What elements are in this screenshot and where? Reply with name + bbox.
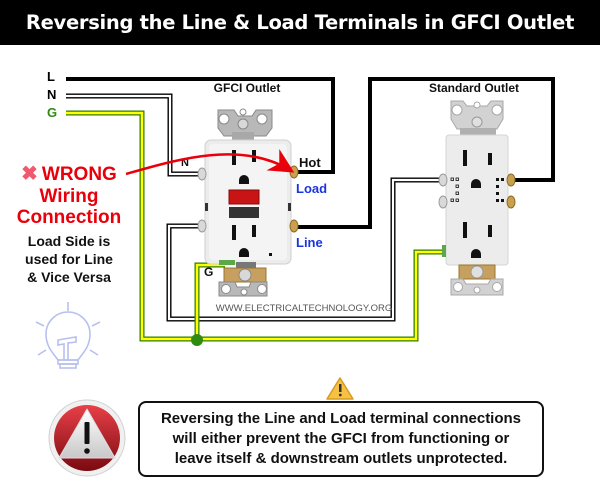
supply-label-ground: G	[47, 105, 57, 120]
gfci-line-label: Line	[296, 235, 323, 250]
standard-outlet-label: Standard Outlet	[429, 81, 519, 95]
hot-wire-supply	[66, 77, 335, 174]
callout-line-3: leave itself & downstream outlets unprot…	[174, 450, 508, 467]
wrong-explanation-2: used for Line	[25, 251, 113, 267]
warning-triangle-icon	[326, 377, 354, 400]
ground-wire-gfci-core	[195, 263, 225, 339]
wrong-line-3: Connection	[16, 207, 122, 228]
gfci-hot-label: Hot	[299, 155, 321, 170]
x-mark-icon: ✖	[21, 163, 38, 185]
wrong-explanation-1: Load Side is	[27, 233, 111, 249]
standard-outlet	[438, 100, 516, 296]
warning-sign-icon	[48, 399, 126, 477]
wrong-wiring-note: ✖WRONG Wiring Connection Load Side is us…	[10, 163, 128, 286]
page-title: Reversing the Line & Load Terminals in G…	[25, 11, 575, 34]
wrong-connection-arrow	[125, 149, 295, 176]
wrong-headline: WRONG	[41, 164, 117, 185]
watermark: WWW.ELECTRICALTECHNOLOGY.ORG	[216, 303, 392, 314]
supply-label-line: L	[47, 69, 55, 84]
warning-callout: Reversing the Line and Load terminal con…	[138, 401, 544, 477]
wrong-explanation-3: & Vice Versa	[27, 269, 111, 285]
neutral-wire-supply-core	[66, 94, 205, 176]
title-bar: Reversing the Line & Load Terminals in G…	[0, 0, 600, 45]
lightbulb-icon	[35, 302, 101, 369]
callout-line-1: Reversing the Line and Load terminal con…	[160, 410, 522, 427]
callout-line-2: will either prevent the GFCI from functi…	[172, 430, 510, 447]
gfci-neutral-label: N	[181, 157, 189, 169]
gfci-ground-label: G	[204, 265, 213, 279]
gfci-load-label: Load	[296, 181, 327, 196]
ground-junction-node	[191, 334, 203, 346]
gfci-outlet-label: GFCI Outlet	[214, 81, 281, 95]
ground-wire-supply-core	[66, 111, 442, 341]
hot-wire-to-standard	[298, 77, 555, 229]
neutral-wire-to-standard-core	[167, 178, 440, 321]
supply-label-neutral: N	[47, 87, 56, 102]
wrong-line-2: Wiring	[39, 186, 99, 207]
